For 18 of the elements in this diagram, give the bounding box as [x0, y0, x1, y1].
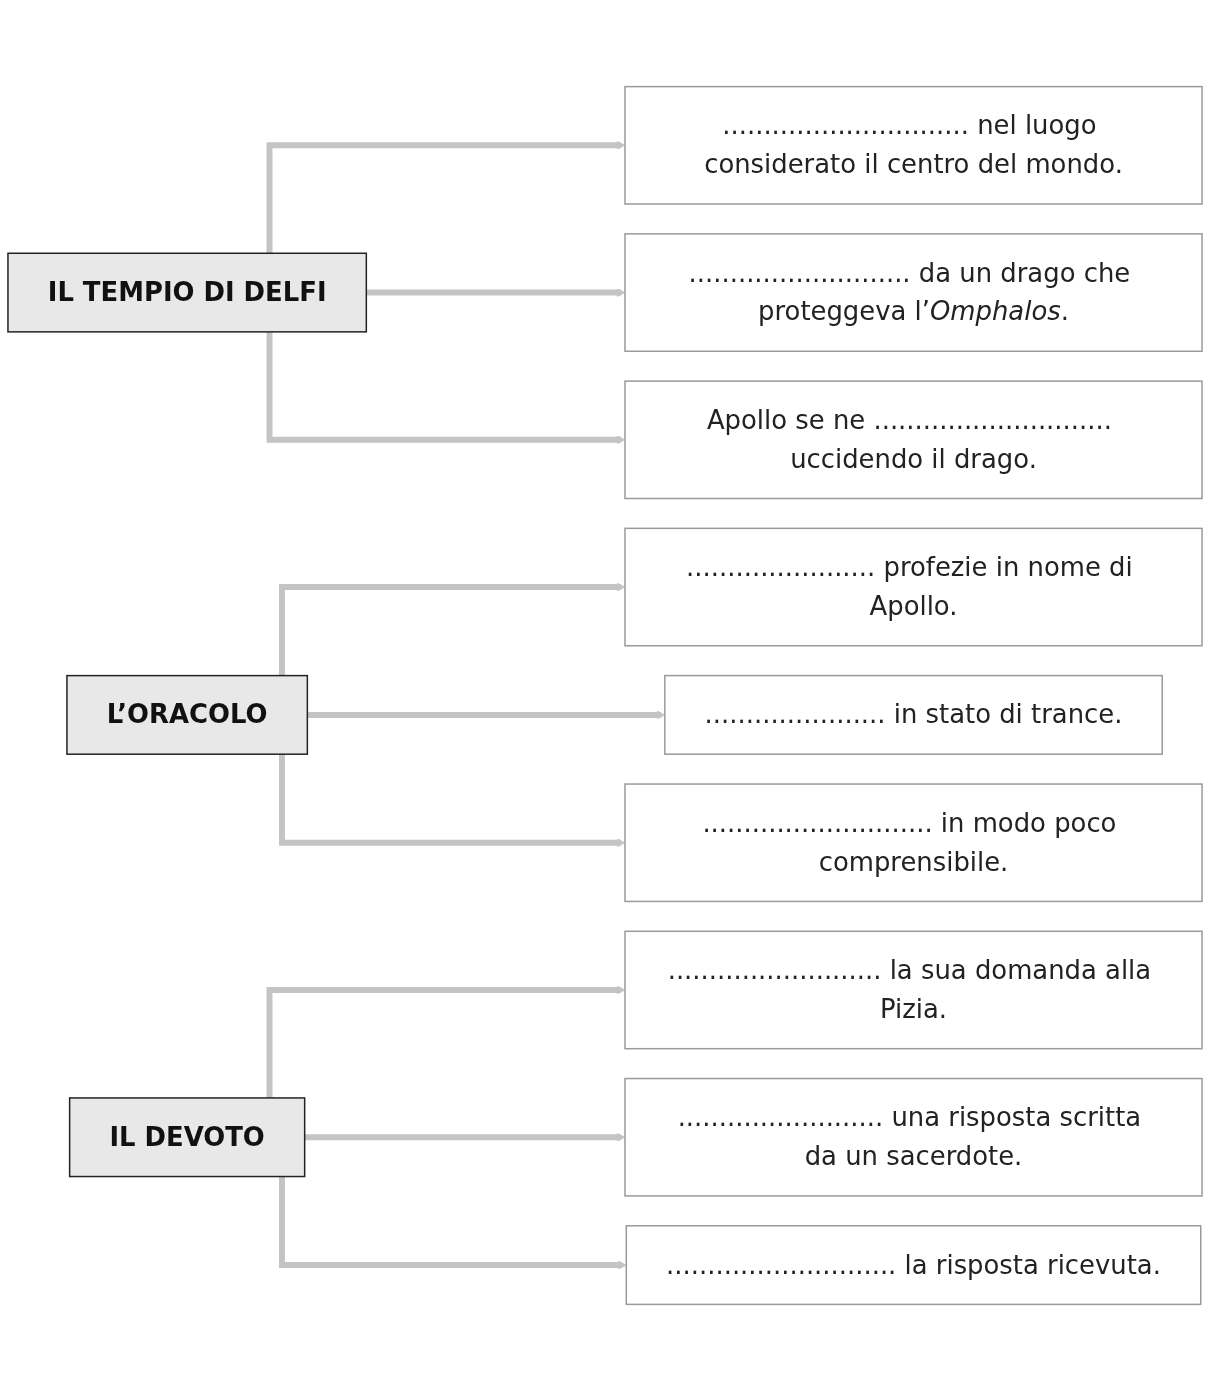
node-box: ....................... profezie in nome di Apollo.: [624, 527, 1203, 647]
arrow: [266, 331, 626, 445]
arrow: [266, 985, 626, 1098]
node-box: IL TEMPIO DI DELFI: [7, 252, 368, 333]
node-box: IL DEVOTO: [68, 1097, 306, 1178]
node-box: .......................... la sua domanda alla Pizia.: [624, 930, 1203, 1050]
arrow: [279, 582, 626, 676]
arrow: [266, 140, 626, 254]
node-box: ............................ in modo poco comprensibile.: [624, 783, 1203, 903]
node-box: ...................... in stato di trance.: [664, 674, 1163, 755]
node-box: Apollo se ne ............................. uccidendo il drago.: [624, 380, 1203, 500]
node-box: .............................. nel luogo considerato il centro del mondo.: [624, 85, 1203, 205]
arrow: [279, 1176, 627, 1270]
node-box: ............................ la risposta ricevuta.: [625, 1225, 1202, 1306]
node-box: ........................... da un drago che proteggeva l’Omphalos.: [624, 233, 1203, 352]
node-box: ......................... una risposta scritta da un sacerdote.: [624, 1077, 1203, 1197]
node-box: L’ORACOLO: [66, 674, 309, 755]
arrow: [279, 754, 626, 848]
